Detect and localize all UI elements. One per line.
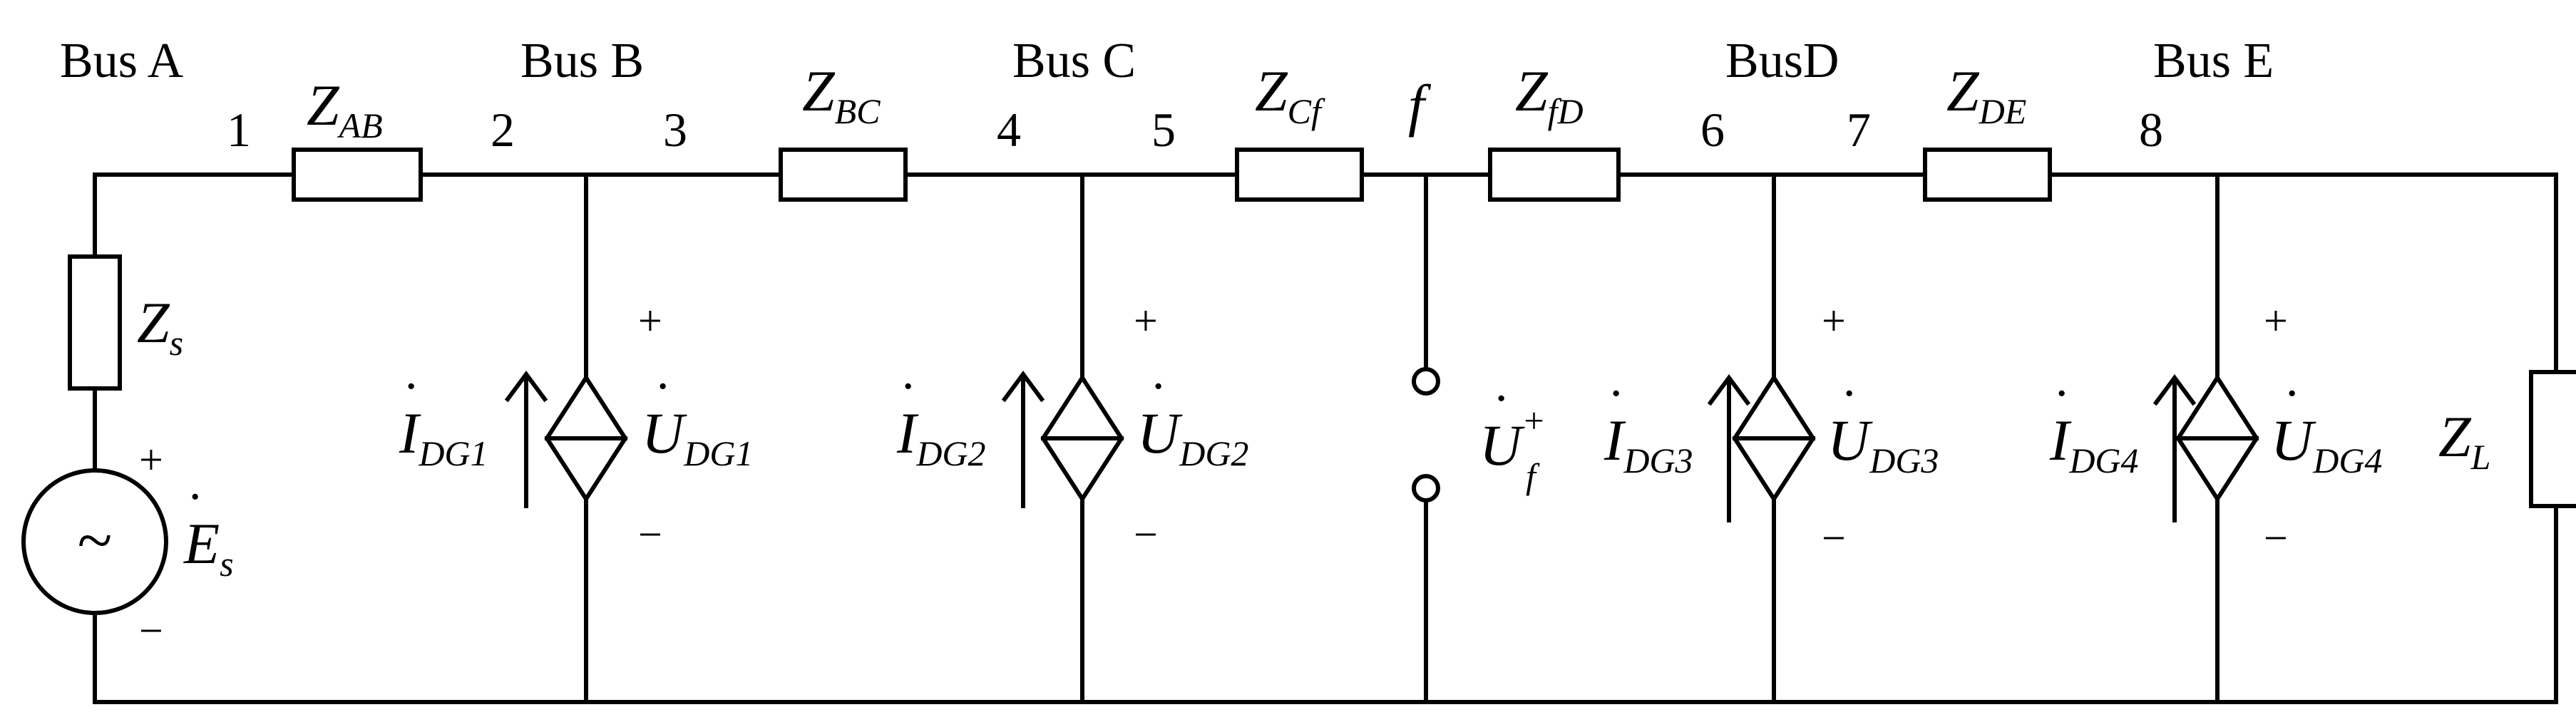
impedance-fd xyxy=(1488,148,1621,202)
fault-terminal-top xyxy=(1412,367,1440,396)
fault-node-label: f xyxy=(1408,73,1432,138)
impedance-cf-label: ZCf xyxy=(1255,58,1325,131)
wires xyxy=(93,172,2558,704)
node-7-label: 7 xyxy=(1847,103,1871,157)
impedance-cf xyxy=(1235,148,1364,202)
fault-voltage-label: U+f xyxy=(1479,401,1546,496)
dg4-arrow-head-icon xyxy=(2152,373,2197,406)
bus-b-label: Bus B xyxy=(520,33,644,88)
bus-a-label: Bus A xyxy=(60,33,184,88)
dg3-current-label: IDG3 xyxy=(1603,408,1693,480)
dg2-source xyxy=(1001,370,1124,508)
dg1-current-dot: · xyxy=(403,359,419,414)
node-2-label: 2 xyxy=(491,103,515,157)
dg4-current-label: IDG4 xyxy=(2049,408,2139,480)
node-1-label: 1 xyxy=(227,103,251,157)
dg2-voltage-dot: · xyxy=(1150,359,1166,414)
node-8-label: 8 xyxy=(2139,103,2163,157)
fault-terminal-bottom xyxy=(1412,474,1440,502)
impedance-s xyxy=(68,254,122,391)
dg2-minus: − xyxy=(1134,511,1158,558)
bus-d-label: BusD xyxy=(1725,33,1839,88)
ac-source-glyph: ~ xyxy=(78,505,113,576)
dg3-voltage-label: UDG3 xyxy=(1827,408,1939,480)
dg3-current-dot: · xyxy=(1608,366,1624,421)
source-label: Es xyxy=(183,511,234,584)
source-plus: + xyxy=(139,436,163,483)
dg3-source xyxy=(1707,373,1816,522)
dg2-arrow-head-icon xyxy=(1001,370,1045,403)
dg4-plus: + xyxy=(2264,297,2288,344)
impedance-ab-label: ZAB xyxy=(307,73,383,145)
dg1-current-label: IDG1 xyxy=(399,401,488,473)
node-5-label: 5 xyxy=(1151,103,1176,157)
dg1-source xyxy=(504,370,628,508)
dg3-minus: − xyxy=(1822,515,1846,562)
impedance-ab xyxy=(292,148,423,202)
dg4-source xyxy=(2152,373,2259,522)
dg2-current-dot: · xyxy=(900,359,916,414)
dg1-arrow-head-icon xyxy=(504,370,548,403)
dg2-voltage-label: UDG2 xyxy=(1137,401,1248,473)
node-6-label: 6 xyxy=(1700,103,1725,157)
dg3-voltage-dot: · xyxy=(1841,366,1857,421)
node-3-label: 3 xyxy=(663,103,687,157)
impedance-bc-label: ZBC xyxy=(802,58,881,131)
dg1-voltage-label: UDG1 xyxy=(642,401,753,473)
dg4-voltage-label: UDG4 xyxy=(2271,408,2382,480)
impedance-s-label: Zs xyxy=(137,290,183,363)
impedance-fd-label: ZfD xyxy=(1515,58,1584,131)
fault-voltage-dot: · xyxy=(1493,371,1509,426)
source-dot: · xyxy=(187,470,203,525)
impedance-de-label: ZDE xyxy=(1946,58,2026,131)
dg1-voltage-dot: · xyxy=(655,359,671,414)
impedance-l-label: ZL xyxy=(2438,404,2490,477)
dg3-arrow-head-icon xyxy=(1707,373,1751,406)
source-minus: − xyxy=(139,607,163,654)
dg4-current-dot: · xyxy=(2053,366,2070,421)
impedance-bc xyxy=(779,148,908,202)
ac-source xyxy=(21,468,168,615)
impedance-de xyxy=(1923,148,2052,202)
dg4-minus: − xyxy=(2264,515,2288,562)
dg2-current-label: IDG2 xyxy=(896,401,986,473)
bus-c-label: Bus C xyxy=(1012,33,1136,88)
dg1-plus: + xyxy=(638,297,662,344)
node-4-label: 4 xyxy=(997,103,1021,157)
dg3-plus: + xyxy=(1822,297,1846,344)
bus-e-label: Bus E xyxy=(2153,33,2274,88)
dg1-minus: − xyxy=(638,511,662,558)
impedance-l xyxy=(2529,370,2576,508)
dg4-voltage-dot: · xyxy=(2284,366,2300,421)
dg2-plus: + xyxy=(1134,297,1158,344)
